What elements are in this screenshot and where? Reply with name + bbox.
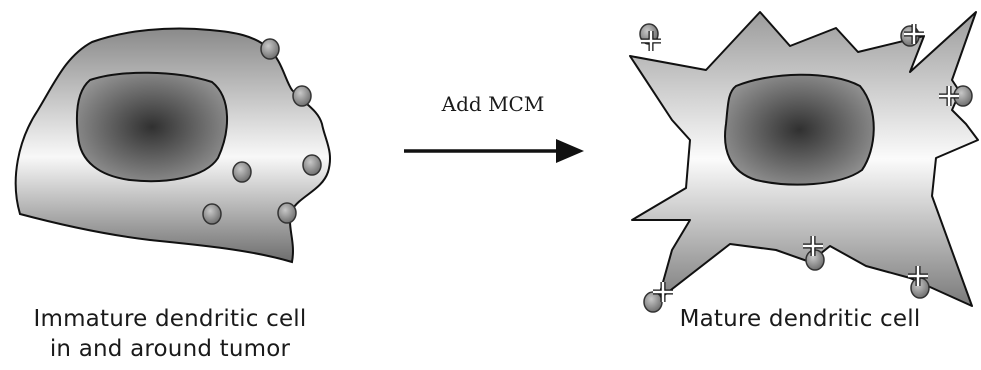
immature-cell xyxy=(14,27,332,264)
receptor-dot-icon xyxy=(277,202,297,224)
right-arrow-icon xyxy=(404,139,584,163)
activated-receptor xyxy=(639,23,661,51)
receptor-dot-icon xyxy=(260,38,280,60)
activated-receptor xyxy=(908,266,930,299)
activated-receptor xyxy=(900,24,924,47)
receptor-dot-icon xyxy=(292,85,312,107)
process-label: Add MCM xyxy=(441,92,545,116)
immature-cell-nucleus xyxy=(75,71,228,183)
mature-cell-caption: Mature dendritic cell xyxy=(679,306,921,332)
immature-caption-line-2: in and around tumor xyxy=(49,336,291,362)
activated-receptor xyxy=(803,236,825,271)
receptor-dot-icon xyxy=(202,203,222,225)
immature-caption-line-1: Immature dendritic cell xyxy=(33,306,307,332)
immature-receptors xyxy=(202,38,322,225)
activated-receptor xyxy=(939,85,973,107)
mature-cell xyxy=(629,11,979,313)
mature-cell-nucleus xyxy=(724,73,875,186)
immature-cell-caption: Immature dendritic cell in and around tu… xyxy=(0,304,340,364)
receptor-dot-icon xyxy=(302,154,322,176)
receptor-dot-icon xyxy=(232,161,252,183)
mature-receptors xyxy=(639,23,973,313)
activated-receptor xyxy=(643,282,673,313)
